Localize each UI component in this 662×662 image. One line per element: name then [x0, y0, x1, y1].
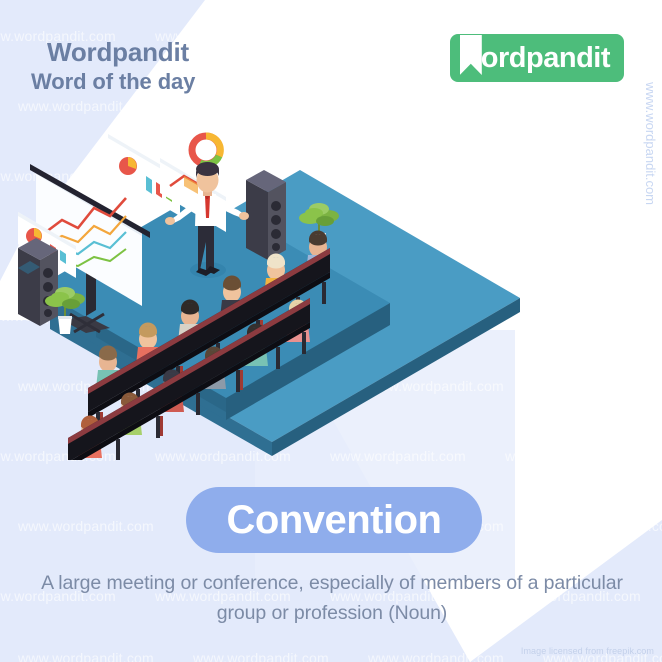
word-of-the-day-pill: Convention [186, 487, 482, 553]
isometric-conference-illustration [0, 120, 662, 484]
page-subtitle: Word of the day [31, 69, 196, 94]
logo-text: ordpandit [480, 41, 611, 74]
page-title: Wordpandit [47, 37, 189, 67]
word-definition: A large meeting or conference, especiall… [41, 572, 623, 624]
word-term: Convention [226, 497, 442, 542]
bookmark-w-icon [459, 35, 482, 75]
image-credit: Image licensed from freepik.com [520, 646, 654, 656]
wordpandit-logo[interactable]: ordpandit [449, 34, 624, 82]
vertical-watermark: www.wordpandit.com [643, 82, 658, 205]
